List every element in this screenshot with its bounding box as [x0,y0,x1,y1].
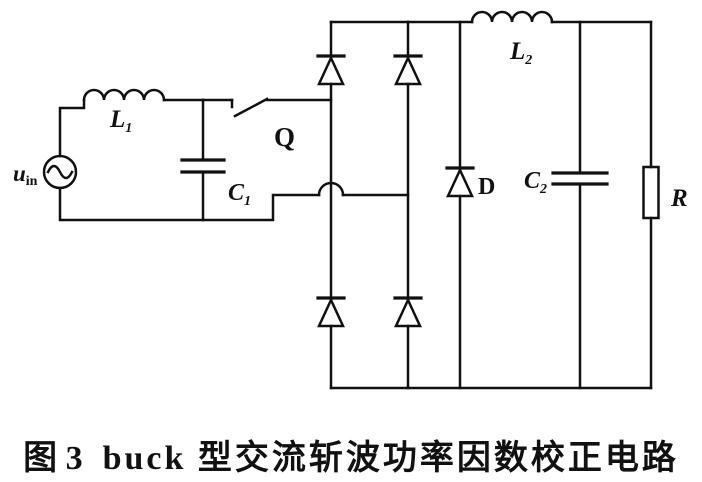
wire-source-bottom [58,186,321,222]
inductor-coil-icon [82,88,166,102]
bridge-diode-bottom-right [393,296,423,328]
figure-caption: 图 3 buck 型交流斩波功率因数校正电路 [0,430,702,479]
diode-triangle-icon [394,55,422,86]
capacitor-C2: C2 [524,20,609,390]
label-R: R [670,185,688,212]
wires-input-loop [58,98,410,222]
label-L2: L2 [509,38,532,68]
inductor-L2: L2 [470,10,653,68]
ac-source [42,154,78,190]
circuit-diagram: L1 C1 Q [13,10,688,390]
label-C2: C2 [524,168,547,197]
diode-bridge [316,20,653,390]
inductor-coil-icon [470,10,554,24]
capacitor-C1: C1 [180,98,251,222]
bridge-diode-bottom-left [316,296,346,328]
label-uin: uin [13,161,38,189]
figure-number: 图 3 [23,440,83,477]
diode-triangle-icon [446,167,474,198]
inductor-L1: L1 [82,88,166,136]
bridge-diode-top-right [393,54,423,86]
switch-Q: Q [201,97,333,152]
label-Q: Q [274,122,295,152]
label-L1: L1 [109,106,132,136]
bridge-diode-top-left [316,54,346,86]
switch-blade [233,97,269,118]
sine-wave-icon [46,164,74,180]
resistor-body-icon [642,165,660,220]
wire-source-to-L1 [58,98,86,158]
diode-D: D [445,20,495,390]
label-C1: C1 [228,180,251,209]
diode-triangle-icon [317,55,345,86]
resistor-R: R [642,20,688,390]
diode-triangle-icon [317,297,345,328]
diode-triangle-icon [394,297,422,328]
label-D: D [478,174,495,200]
figure-title: buck 型交流斩波功率因数校正电路 [102,440,679,477]
